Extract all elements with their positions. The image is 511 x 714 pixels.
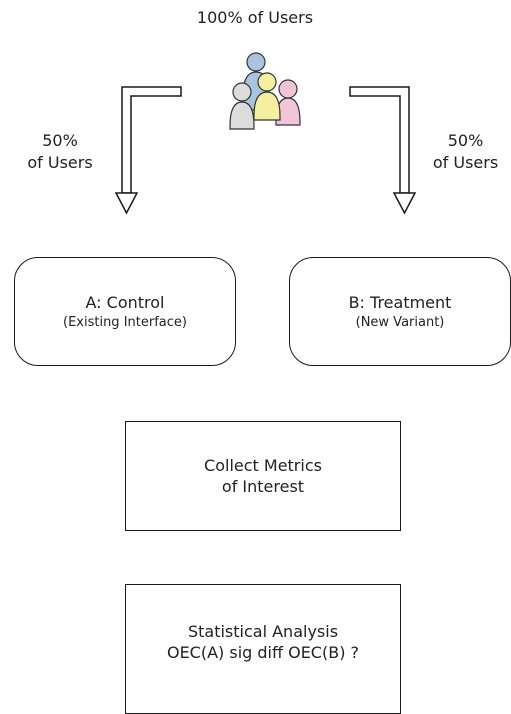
left-split-label: 50% of Users xyxy=(10,130,110,174)
treatment-subtitle: (New Variant) xyxy=(355,314,445,330)
control-title: A: Control xyxy=(85,292,165,312)
left-split-percent: 50% xyxy=(42,131,78,150)
metrics-line1: Collect Metrics xyxy=(204,456,322,475)
split-diagram xyxy=(114,52,417,215)
left-split-arrowhead xyxy=(114,192,139,215)
metrics-box: Collect Metrics of Interest xyxy=(125,421,401,531)
right-split-percent: 50% xyxy=(447,131,484,150)
right-split-arrowhead xyxy=(392,192,417,215)
top-label: 100% of Users xyxy=(196,8,314,27)
metrics-line2: of Interest xyxy=(221,477,305,496)
analysis-line2: OEC(A) sig diff OEC(B) ? xyxy=(166,643,360,662)
right-split-label: 50% of Users xyxy=(420,130,511,174)
left-split-users: of Users xyxy=(27,153,93,172)
treatment-title: B: Treatment xyxy=(348,292,452,312)
users-group-icon xyxy=(229,52,301,130)
treatment-box: B: Treatment (New Variant) xyxy=(289,257,511,366)
analysis-box: Statistical Analysis OEC(A) sig diff OEC… xyxy=(125,584,401,714)
left-split-arrow xyxy=(121,86,182,194)
right-split-users: of Users xyxy=(432,153,499,172)
right-split-arrow xyxy=(349,86,410,194)
control-box: A: Control (Existing Interface) xyxy=(14,257,236,366)
analysis-line1: Statistical Analysis xyxy=(187,622,339,641)
control-subtitle: (Existing Interface) xyxy=(63,314,187,330)
